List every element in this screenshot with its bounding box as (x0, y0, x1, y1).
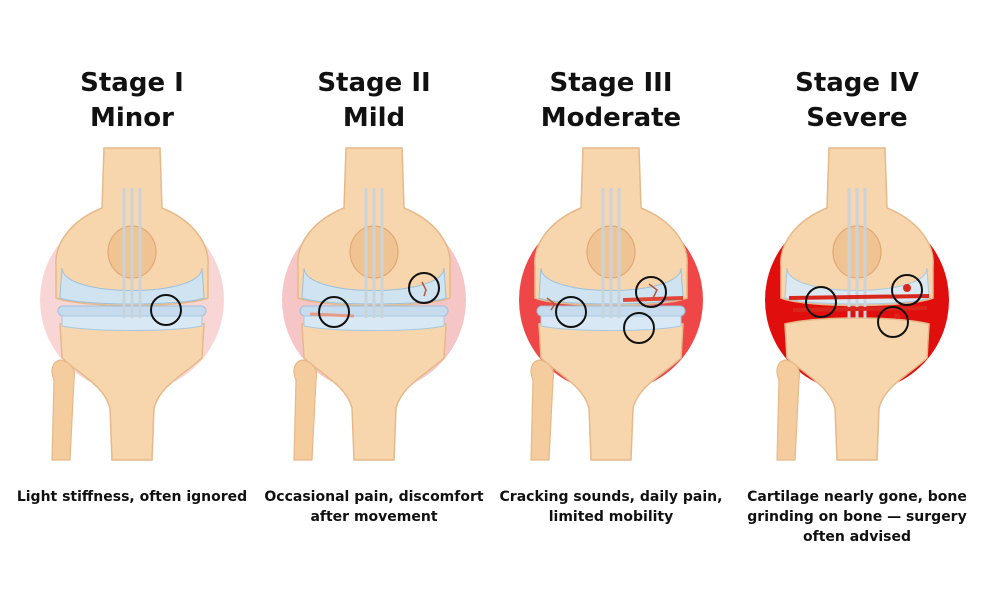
tibia (59, 317, 205, 461)
cartilage-wear (788, 294, 930, 312)
stage-4-damage-marker-2 (891, 274, 923, 306)
stage-3-damage-marker-2 (635, 276, 667, 308)
stage-1-damage-marker (150, 294, 182, 326)
cartilage-wear (309, 312, 355, 318)
stage-4-panel: Stage IV Severe Cartilage nearly gone, (737, 0, 977, 597)
cartilage-crack (546, 283, 658, 311)
stage-3-severity: Moderate (540, 103, 682, 133)
stage-2-damage-marker-1 (318, 296, 350, 328)
stage-2-title: Stage II (317, 68, 431, 98)
cartilage-wear (622, 296, 684, 302)
stage-3-description: Cracking sounds, daily pain, limited mob… (499, 489, 723, 525)
ligaments (601, 188, 621, 318)
ligaments (122, 188, 142, 318)
stage-4-heading: Stage IV Severe (737, 66, 977, 136)
stage-1-severity: Minor (90, 103, 174, 133)
stage-1-panel: Stage I Minor Light stiffness, often ign… (12, 0, 252, 597)
bone-spur (903, 284, 911, 292)
stage-4-title: Stage IV (795, 68, 919, 98)
stage-4-severity: Severe (806, 103, 908, 133)
bone-spur (894, 313, 900, 319)
stage-3-knee-illustration (519, 147, 703, 461)
stage-1-title: Stage I (80, 68, 184, 98)
stage-1-description: Light stiffness, often ignored (16, 489, 248, 505)
tibia (784, 317, 930, 461)
fibula (293, 359, 318, 461)
tibia (538, 317, 684, 461)
tibial-cartilage (61, 315, 203, 331)
stage-1-knee-illustration (40, 147, 224, 461)
stage-3-damage-marker-3 (623, 312, 655, 344)
stage-2-description: Occasional pain, discomfort after moveme… (264, 489, 484, 525)
stage-3-damage-marker-1 (555, 296, 587, 328)
stage-3-title: Stage III (549, 68, 673, 98)
stage-4-damage-marker-3 (877, 306, 909, 338)
stage-1-heading: Stage I Minor (12, 66, 252, 136)
stage-4-damage-marker-1 (805, 286, 837, 318)
cartilage-crack (421, 281, 427, 297)
stage-3-heading: Stage III Moderate (491, 66, 731, 136)
stage-2-heading: Stage II Mild (254, 66, 494, 136)
ligaments (364, 188, 384, 318)
stage-3-panel: Stage III Moderate Cracking s (491, 0, 731, 597)
stage-2-panel: Stage II Mild Occasional pain, disco (254, 0, 494, 597)
femoral-cartilage (538, 267, 684, 305)
stage-2-severity: Mild (342, 103, 406, 133)
stage-4-description: Cartilage nearly gone, bone grinding on … (747, 489, 967, 545)
stage-3-cartilage (536, 188, 686, 331)
tibia (301, 317, 447, 461)
fibula (51, 359, 76, 461)
stage-2-damage-marker-2 (408, 272, 440, 304)
fibula (776, 359, 801, 461)
fibula (530, 359, 555, 461)
stage-2-knee-illustration (282, 147, 466, 461)
stage-4-knee-illustration (765, 147, 949, 461)
